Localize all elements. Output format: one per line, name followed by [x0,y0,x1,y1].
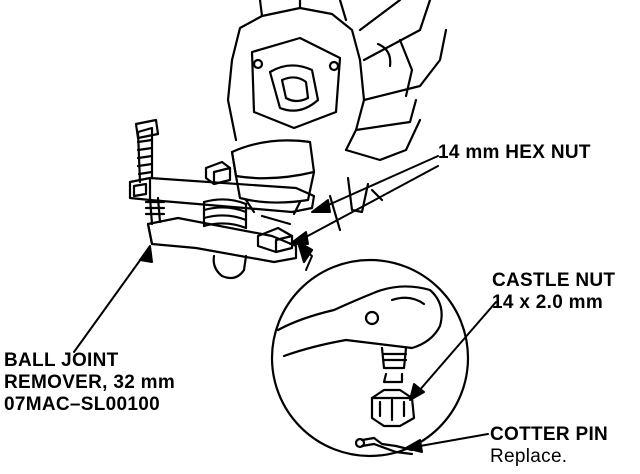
detail-view [270,240,470,458]
ball-joint-part-number: 07MAC–SL00100 [4,394,160,415]
castle-nut-label: CASTLE NUT [492,270,616,291]
cotter-pin-label: COTTER PIN [490,424,609,445]
hex-nut-callout: 14 mm HEX NUT [438,142,591,164]
castle-nut-callout: CASTLE NUT 14 x 2.0 mm [492,270,615,314]
ball-joint-size: REMOVER, 32 mm [4,372,176,393]
castle-nut-size: 14 x 2.0 mm [492,292,604,313]
hub-bracket [328,0,448,232]
ball-joint-remover-tool [128,118,316,280]
cotter-pin-note: Replace. [490,446,568,467]
cotter-pin-callout: COTTER PIN Replace. [490,424,608,468]
hex-nut-label: 14 mm HEX NUT [438,142,591,163]
ball-joint-label: BALL JOINT [4,350,119,371]
steering-knuckle [226,0,366,152]
ball-joint-remover-callout: BALL JOINT REMOVER, 32 mm 07MAC–SL00100 [4,350,175,416]
ball-joint-housing [230,139,316,216]
leader-lines [73,155,497,453]
